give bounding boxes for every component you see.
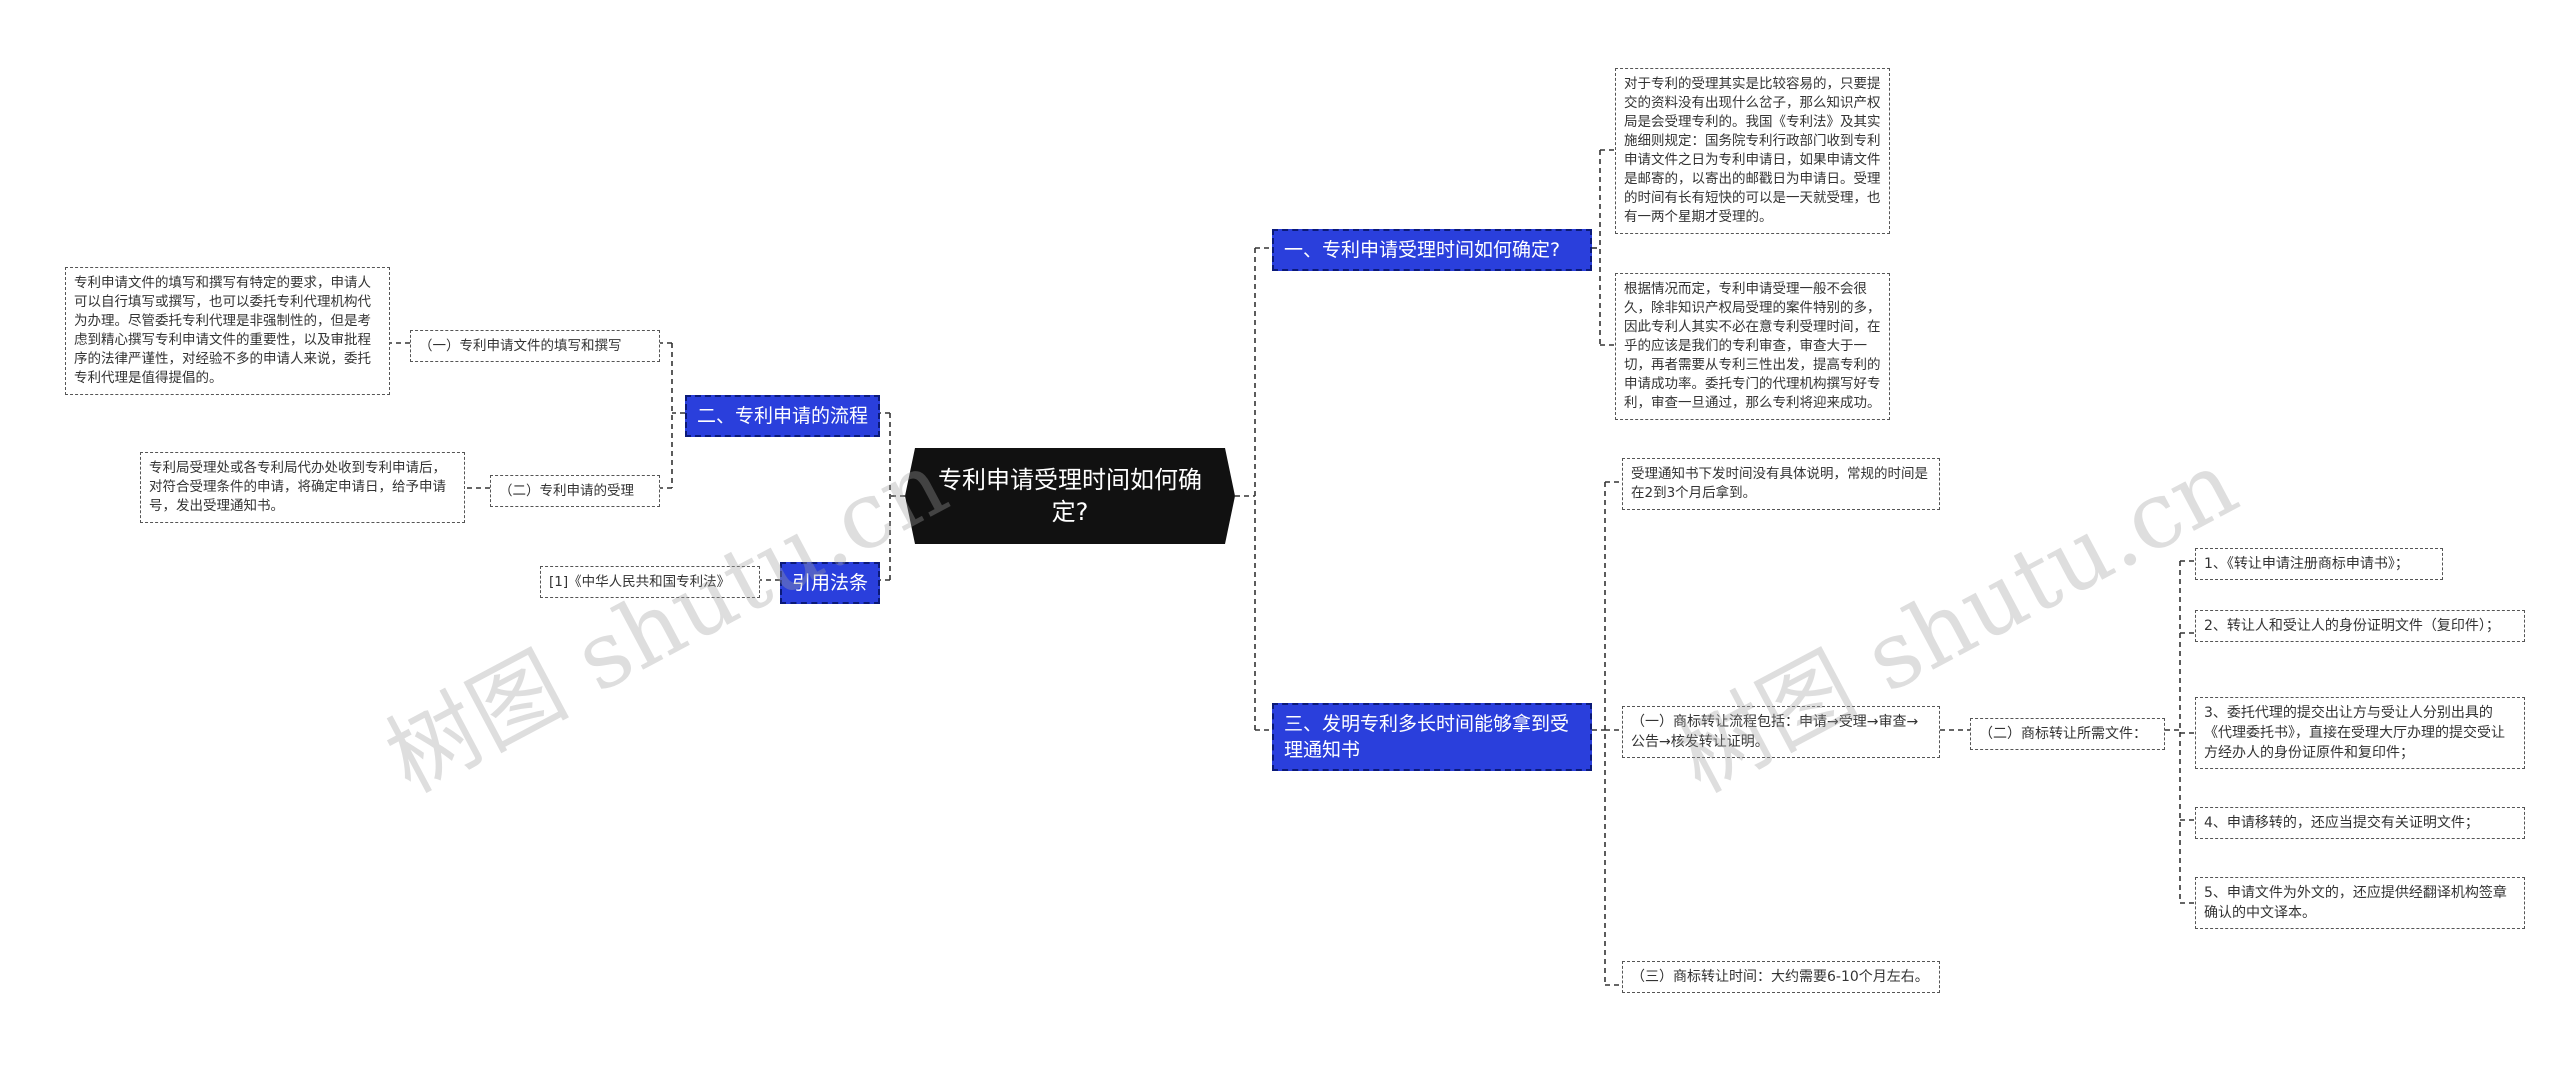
branch-4-ref[interactable]: [1]《中华人民共和国专利法》	[540, 566, 760, 598]
doc-item-3-text: 3、委托代理的提交出让方与受让人分别出具的《代理委托书》，直接在受理大厅办理的提…	[2204, 705, 2505, 761]
branch-2-sub-1-note-text: 专利申请文件的填写和撰写有特定的要求，申请人可以自行填写或撰写，也可以委托专利代…	[74, 275, 371, 386]
branch-4-ref-text: [1]《中华人民共和国专利法》	[549, 574, 731, 590]
doc-item-4: 4、申请移转的，还应当提交有关证明文件；	[2195, 807, 2525, 839]
branch-3-note-text: 受理通知书下发时间没有具体说明，常规的时间是在2到3个月后拿到。	[1631, 466, 1928, 501]
doc-item-1: 1、《转让申请注册商标申请书》；	[2195, 548, 2443, 580]
branch-1-note-2: 根据情况而定，专利申请受理一般不会很久，除非知识产权局受理的案件特别的多，因此专…	[1615, 273, 1890, 420]
branch-3-label: 三、发明专利多长时间能够拿到受理通知书	[1284, 713, 1570, 761]
branch-2-sub-2-note-text: 专利局受理处或各专利局代办处收到专利申请后，对符合受理条件的申请，将确定申请日，…	[149, 460, 446, 514]
branch-3-note: 受理通知书下发时间没有具体说明，常规的时间是在2到3个月后拿到。	[1622, 458, 1940, 510]
branch-3-sub-3[interactable]: （三）商标转让时间：大约需要6-10个月左右。	[1622, 961, 1940, 993]
branch-2-label: 二、专利申请的流程	[697, 405, 869, 427]
branch-1-label: 一、专利申请受理时间如何确定?	[1284, 239, 1561, 261]
branch-3-sub-2-text: （二）商标转让所需文件：	[1979, 726, 2147, 742]
doc-item-2-text: 2、转让人和受让人的身份证明文件（复印件）；	[2204, 618, 2500, 634]
branch-2[interactable]: 二、专利申请的流程	[685, 395, 880, 437]
root-title: 专利申请受理时间如何确定?	[938, 466, 1202, 526]
doc-item-1-text: 1、《转让申请注册商标申请书》；	[2204, 556, 2409, 572]
branch-4-label: 引用法条	[792, 572, 869, 594]
branch-2-sub-1[interactable]: （一）专利申请文件的填写和撰写	[410, 330, 660, 362]
branch-2-sub-2[interactable]: （二）专利申请的受理	[490, 475, 660, 507]
branch-4[interactable]: 引用法条	[780, 562, 880, 604]
doc-item-3: 3、委托代理的提交出让方与受让人分别出具的《代理委托书》，直接在受理大厅办理的提…	[2195, 697, 2525, 769]
doc-item-5-text: 5、申请文件为外文的，还应提供经翻译机构签章确认的中文译本。	[2204, 885, 2507, 921]
branch-3-sub-3-text: （三）商标转让时间：大约需要6-10个月左右。	[1631, 969, 1929, 985]
branch-3-sub-1[interactable]: （一）商标转让流程包括：申请→受理→审查→公告→核发转让证明。	[1622, 706, 1940, 758]
doc-item-5: 5、申请文件为外文的，还应提供经翻译机构签章确认的中文译本。	[2195, 877, 2525, 929]
doc-item-4-text: 4、申请移转的，还应当提交有关证明文件；	[2204, 815, 2479, 831]
doc-item-2: 2、转让人和受让人的身份证明文件（复印件）；	[2195, 610, 2525, 642]
branch-3-sub-2[interactable]: （二）商标转让所需文件：	[1970, 718, 2165, 750]
branch-3[interactable]: 三、发明专利多长时间能够拿到受理通知书	[1272, 703, 1592, 771]
branch-1-note-1-text: 对于专利的受理其实是比较容易的，只要提交的资料没有出现什么岔子，那么知识产权局是…	[1624, 76, 1881, 225]
branch-1-note-2-text: 根据情况而定，专利申请受理一般不会很久，除非知识产权局受理的案件特别的多，因此专…	[1624, 281, 1881, 411]
branch-2-sub-2-text: （二）专利申请的受理	[499, 483, 634, 499]
branch-3-sub-1-text: （一）商标转让流程包括：申请→受理→审查→公告→核发转让证明。	[1631, 714, 1919, 750]
branch-2-sub-1-note: 专利申请文件的填写和撰写有特定的要求，申请人可以自行填写或撰写，也可以委托专利代…	[65, 267, 390, 395]
branch-1[interactable]: 一、专利申请受理时间如何确定?	[1272, 229, 1592, 271]
branch-1-note-1: 对于专利的受理其实是比较容易的，只要提交的资料没有出现什么岔子，那么知识产权局是…	[1615, 68, 1890, 234]
branch-2-sub-2-note: 专利局受理处或各专利局代办处收到专利申请后，对符合受理条件的申请，将确定申请日，…	[140, 452, 465, 523]
branch-2-sub-1-text: （一）专利申请文件的填写和撰写	[419, 338, 622, 354]
root-topic[interactable]: 专利申请受理时间如何确定?	[905, 448, 1235, 544]
